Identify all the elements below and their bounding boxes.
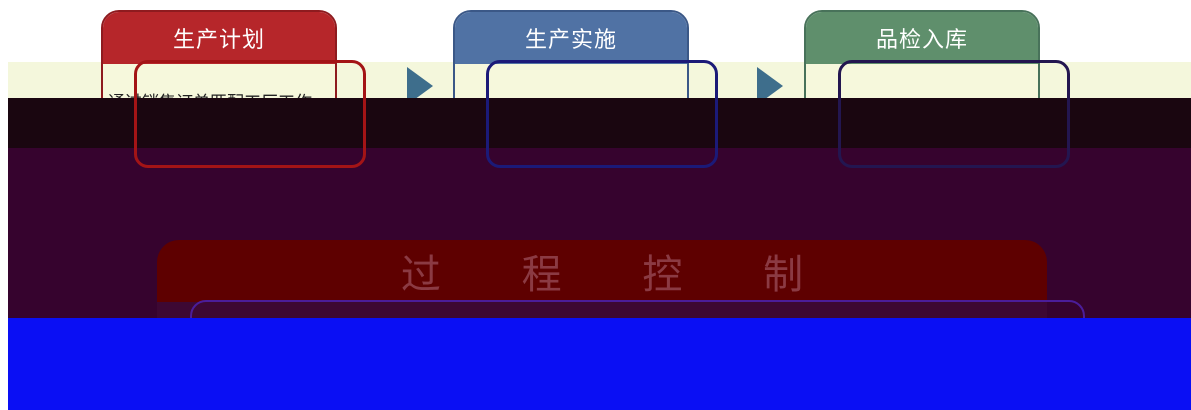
stage-title: 生产实施 <box>455 12 687 64</box>
stage-title: 品检入库 <box>806 12 1038 64</box>
stage-frame-implement <box>486 60 718 168</box>
background-blue-band <box>8 333 1191 410</box>
background-blue-strip <box>8 318 1191 333</box>
stage-frame-inspect <box>838 60 1070 168</box>
process-divider <box>157 302 1047 318</box>
process-title: 过 程 控 制 <box>400 252 838 298</box>
background-dark-band <box>8 98 1191 148</box>
stage-frame-plan <box>134 60 366 168</box>
stage-title: 生产计划 <box>103 12 335 64</box>
